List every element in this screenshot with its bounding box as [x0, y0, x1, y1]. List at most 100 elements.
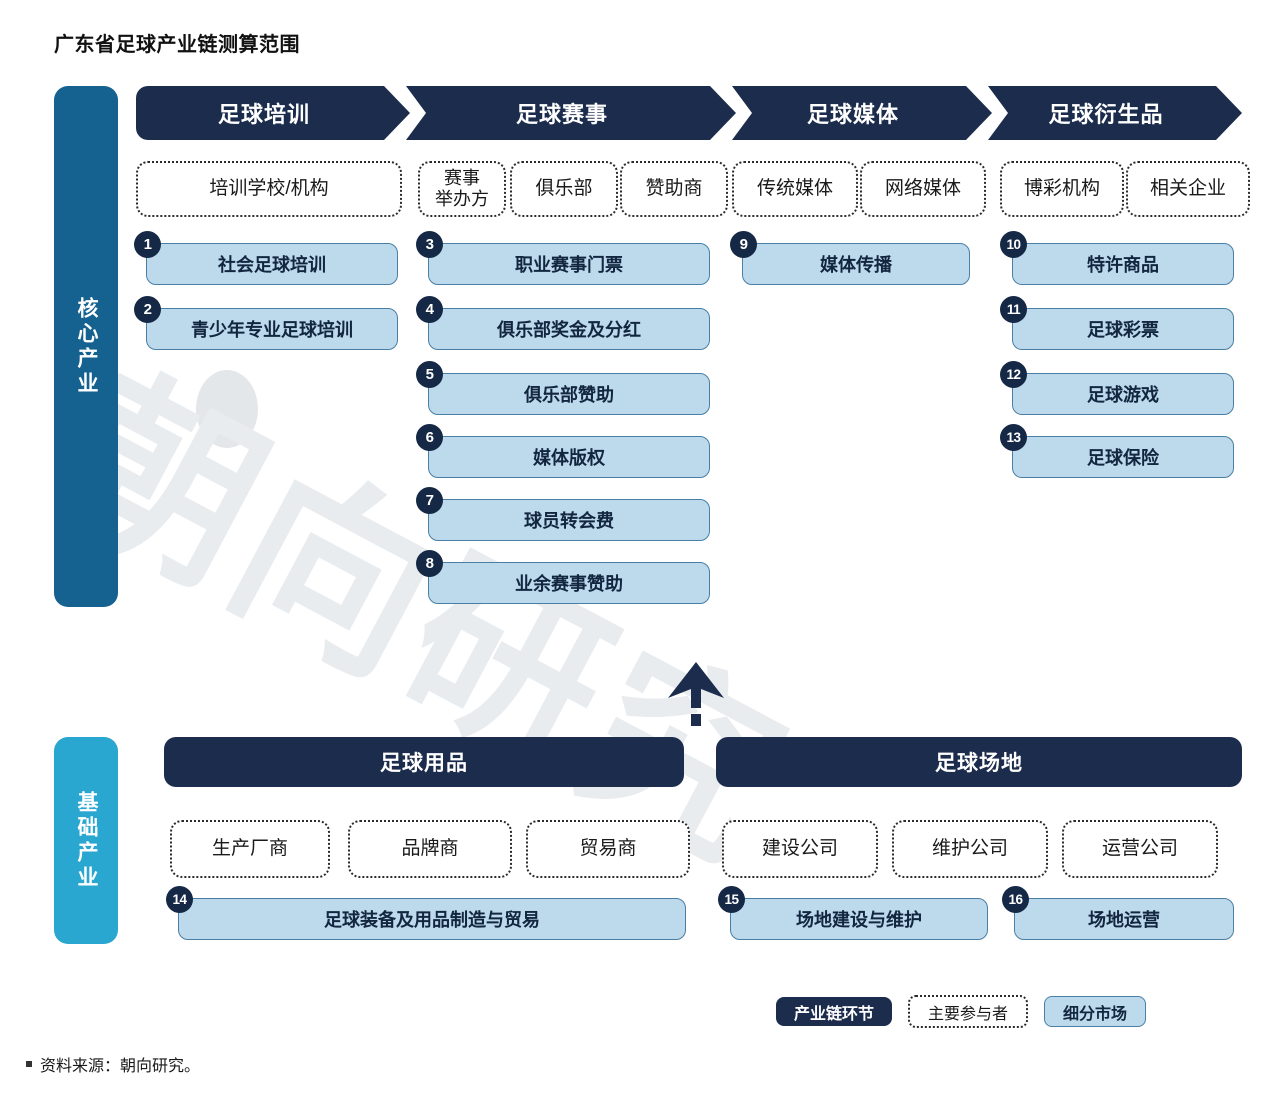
market-number-badge: 15: [718, 886, 745, 913]
participant-box[interactable]: 培训学校/机构: [136, 161, 402, 217]
market-box[interactable]: 3 职业赛事门票: [416, 231, 710, 285]
sidebar-base-industry: 基础产业: [54, 737, 118, 944]
market-label: 场地建设与维护: [796, 910, 922, 930]
legend: 产业链环节 主要参与者 细分市场: [776, 995, 1147, 1028]
chevron-header-training[interactable]: 足球培训: [136, 86, 410, 140]
legend-item-participants: 主要参与者: [908, 995, 1029, 1028]
market-box[interactable]: 11 足球彩票: [1000, 296, 1234, 350]
legend-item-chain-link: 产业链环节: [776, 997, 893, 1026]
market-label: 足球装备及用品制造与贸易: [324, 910, 540, 930]
market-box[interactable]: 15 场地建设与维护: [718, 886, 988, 940]
participant-label: 博彩机构: [1023, 178, 1100, 200]
market-box[interactable]: 2 青少年专业足球培训: [134, 296, 398, 350]
market-box[interactable]: 9 媒体传播: [730, 231, 970, 285]
market-box[interactable]: 7 球员转会费: [416, 487, 710, 541]
market-number-badge: 2: [134, 296, 161, 323]
chevron-label: 足球衍生品: [1048, 102, 1164, 127]
participant-label: 传统媒体: [756, 178, 833, 200]
chevron-label: 足球赛事: [515, 102, 608, 127]
participant-box[interactable]: 网络媒体: [860, 161, 986, 217]
legend-label: 产业链环节: [794, 1005, 875, 1023]
chevron-header-media[interactable]: 足球媒体: [732, 86, 992, 140]
participant-box[interactable]: 博彩机构: [1000, 161, 1124, 217]
market-label: 足球游戏: [1087, 385, 1159, 405]
market-number-badge: 6: [416, 424, 443, 451]
chevron-header-derivatives[interactable]: 足球衍生品: [988, 86, 1242, 140]
market-number-badge: 4: [416, 296, 443, 323]
chevron-label: 足球培训: [217, 102, 310, 127]
market-number-badge: 10: [1000, 231, 1027, 258]
market-number-badge: 14: [166, 886, 193, 913]
sidebar-core-label: 核心产业: [75, 296, 99, 397]
legend-label: 细分市场: [1063, 1005, 1128, 1023]
participant-box[interactable]: 运营公司: [1062, 820, 1218, 878]
participant-box[interactable]: 生产厂商: [170, 820, 330, 878]
page-title: 广东省足球产业链测算范围: [54, 34, 300, 56]
market-box[interactable]: 14 足球装备及用品制造与贸易: [166, 886, 686, 940]
market-label: 青少年专业足球培训: [191, 320, 353, 340]
market-label: 媒体传播: [820, 255, 892, 275]
market-label: 社会足球培训: [218, 255, 326, 275]
participant-box[interactable]: 俱乐部: [510, 161, 618, 217]
market-label: 场地运营: [1088, 910, 1160, 930]
participant-label: 品牌商: [401, 838, 459, 860]
market-label: 俱乐部赞助: [524, 385, 614, 405]
participant-label: 俱乐部: [535, 178, 593, 200]
section-header-label: 足球场地: [935, 752, 1023, 775]
source-note: 资料来源：朝向研究。: [26, 1052, 200, 1076]
market-number-badge: 3: [416, 231, 443, 258]
participant-box[interactable]: 相关企业: [1126, 161, 1250, 217]
chevron-label: 足球媒体: [806, 102, 899, 127]
market-number-badge: 1: [134, 231, 161, 258]
market-number-badge: 8: [416, 550, 443, 577]
market-label: 球员转会费: [524, 511, 614, 531]
bullet-icon: [26, 1061, 32, 1067]
market-box[interactable]: 5 俱乐部赞助: [416, 361, 710, 415]
section-header-equipment[interactable]: 足球用品: [164, 737, 684, 787]
market-box[interactable]: 6 媒体版权: [416, 424, 710, 478]
market-box[interactable]: 8 业余赛事赞助: [416, 550, 710, 604]
participant-label: 贸易商: [579, 838, 637, 860]
participant-box[interactable]: 建设公司: [722, 820, 878, 878]
participant-label: 运营公司: [1101, 838, 1178, 860]
market-label: 俱乐部奖金及分红: [497, 320, 641, 340]
section-header-venue[interactable]: 足球场地: [716, 737, 1242, 787]
market-number-badge: 9: [730, 231, 757, 258]
market-box[interactable]: 4 俱乐部奖金及分红: [416, 296, 710, 350]
sidebar-base-label: 基础产业: [75, 790, 99, 891]
participant-label: 生产厂商: [211, 838, 288, 860]
participant-label: 赛事 举办方: [435, 168, 489, 209]
participant-label: 赞助商: [645, 178, 703, 200]
market-number-badge: 7: [416, 487, 443, 514]
participant-box[interactable]: 赞助商: [620, 161, 728, 217]
source-text: 资料来源：朝向研究。: [40, 1058, 201, 1075]
market-label: 业余赛事赞助: [515, 574, 623, 594]
market-label: 足球保险: [1087, 448, 1159, 468]
upward-arrow: [668, 662, 724, 726]
chevron-header-matches[interactable]: 足球赛事: [406, 86, 736, 140]
sidebar-core-industry: 核心产业: [54, 86, 118, 607]
market-label: 特许商品: [1087, 255, 1159, 275]
participant-label: 建设公司: [761, 838, 838, 860]
market-label: 职业赛事门票: [515, 255, 623, 275]
participant-box[interactable]: 品牌商: [348, 820, 512, 878]
market-box[interactable]: 16 场地运营: [1002, 886, 1234, 940]
market-number-badge: 5: [416, 361, 443, 388]
participant-label: 相关企业: [1149, 178, 1226, 200]
participant-label: 网络媒体: [884, 178, 961, 200]
watermark-dot: [196, 370, 258, 448]
market-box[interactable]: 10 特许商品: [1000, 231, 1234, 285]
market-box[interactable]: 1 社会足球培训: [134, 231, 398, 285]
participant-box[interactable]: 传统媒体: [732, 161, 858, 217]
participant-box[interactable]: 贸易商: [526, 820, 690, 878]
section-header-label: 足球用品: [380, 752, 468, 775]
participant-box[interactable]: 维护公司: [892, 820, 1048, 878]
market-box[interactable]: 12 足球游戏: [1000, 361, 1234, 415]
market-box[interactable]: 13 足球保险: [1000, 424, 1234, 478]
market-number-badge: 12: [1000, 361, 1027, 388]
participant-box[interactable]: 赛事 举办方: [418, 161, 506, 217]
legend-label: 主要参与者: [928, 1005, 1009, 1023]
market-number-badge: 13: [1000, 424, 1027, 451]
market-label: 媒体版权: [533, 448, 605, 468]
